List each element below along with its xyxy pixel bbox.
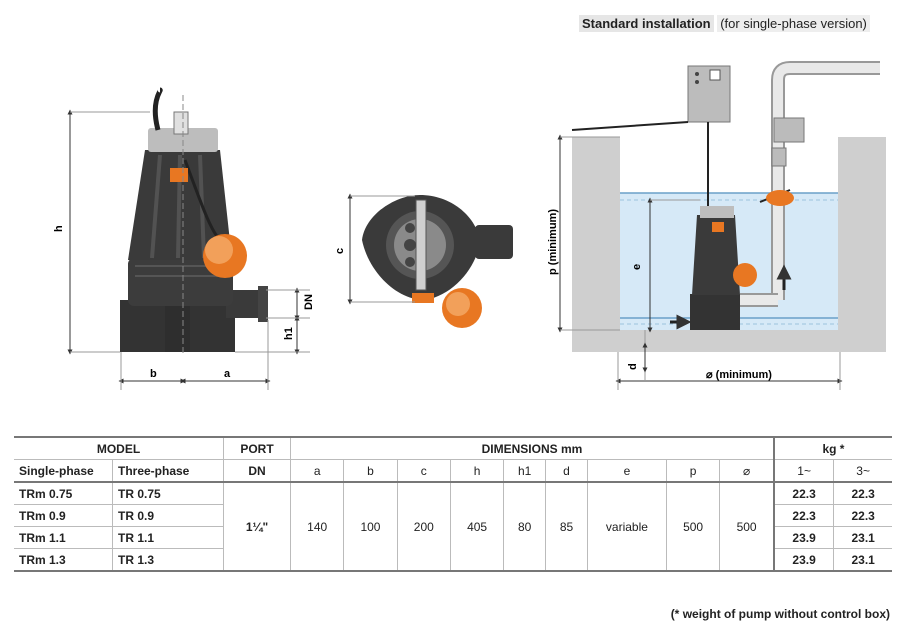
table-row: TRm 1.1 TR 1.1 23.9 23.1	[14, 526, 892, 549]
cell-kg-single: 23.9	[773, 526, 835, 549]
specification-table: MODEL PORT DIMENSIONS mm kg * Single-pha…	[14, 436, 892, 572]
cell-kg-single: 22.3	[773, 482, 835, 505]
title-subtitle: (for single-phase version)	[717, 15, 870, 32]
cell-d: 85	[545, 482, 588, 572]
label-c: c	[334, 248, 346, 254]
col-d: d	[545, 459, 588, 483]
cell-kg-three: 23.1	[833, 548, 892, 572]
pump-side-view	[120, 87, 268, 355]
cell-single-phase: TRm 0.75	[14, 482, 113, 505]
cell-kg-three: 22.3	[833, 482, 892, 505]
label-a: a	[224, 368, 231, 380]
dimension-lines-installation	[557, 134, 843, 390]
label-dn: DN	[303, 294, 315, 310]
cell-kg-three: 22.3	[833, 504, 892, 527]
model-header: MODEL	[14, 436, 224, 460]
label-h: h	[53, 225, 65, 232]
technical-drawings: h b a DN h1 c	[53, 61, 886, 390]
col-three-phase: Three-phase	[112, 459, 224, 483]
label-p-minimum: p (minimum)	[547, 209, 559, 275]
dimension-lines-top	[347, 193, 415, 305]
cell-three-phase: TR 1.3	[112, 548, 224, 572]
cell-diameter: 500	[719, 482, 775, 572]
installation-title: Standard installation (for single-phase …	[579, 15, 870, 32]
col-e: e	[587, 459, 667, 483]
col-b: b	[343, 459, 398, 483]
col-p: p	[666, 459, 721, 483]
kg-header: kg *	[773, 436, 892, 460]
cell-h1: 80	[503, 482, 547, 572]
cell-a: 140	[290, 482, 345, 572]
cell-single-phase: TRm 1.3	[14, 548, 113, 572]
port-header: PORT	[223, 436, 291, 460]
cell-single-phase: TRm 1.1	[14, 526, 113, 549]
cell-p: 500	[666, 482, 721, 572]
installation-diagram	[571, 61, 886, 352]
cell-e: variable	[587, 482, 667, 572]
title-bold: Standard installation	[579, 15, 714, 32]
weight-footnote: (* weight of pump without control box)	[670, 607, 890, 621]
dimensions-header: DIMENSIONS mm	[290, 436, 775, 460]
cell-h: 405	[450, 482, 505, 572]
col-h: h	[450, 459, 505, 483]
cell-three-phase: TR 0.75	[112, 482, 224, 505]
table-row: TRm 0.9 TR 0.9 22.3 22.3	[14, 504, 892, 527]
table-row: TRm 1.3 TR 1.3 23.9 23.1	[14, 548, 892, 572]
label-b: b	[150, 368, 157, 380]
cell-b: 100	[343, 482, 398, 572]
col-diameter: ⌀	[719, 459, 775, 483]
col-single-phase: Single-phase	[14, 459, 113, 483]
col-dn: DN	[223, 459, 291, 483]
col-a: a	[290, 459, 345, 483]
col-kg-three: 3~	[833, 459, 892, 483]
label-diameter-minimum: ⌀ (minimum)	[706, 369, 772, 381]
label-h1: h1	[283, 327, 295, 340]
cell-single-phase: TRm 0.9	[14, 504, 113, 527]
table-row: TRm 0.75 TR 0.75 1¼" 140 100 200 405 80 …	[14, 482, 892, 572]
label-d: d	[627, 363, 639, 370]
dimension-lines-side	[67, 109, 310, 390]
cell-kg-single: 22.3	[773, 504, 835, 527]
col-h1: h1	[503, 459, 547, 483]
cell-three-phase: TR 0.9	[112, 504, 224, 527]
col-c: c	[397, 459, 451, 483]
label-e: e	[631, 264, 643, 270]
cell-three-phase: TR 1.1	[112, 526, 224, 549]
cell-kg-single: 23.9	[773, 548, 835, 572]
cell-c: 200	[397, 482, 451, 572]
cell-kg-three: 23.1	[833, 526, 892, 549]
cell-dn: 1¼"	[223, 482, 291, 572]
pump-top-view	[362, 195, 513, 328]
col-kg-single: 1~	[773, 459, 835, 483]
